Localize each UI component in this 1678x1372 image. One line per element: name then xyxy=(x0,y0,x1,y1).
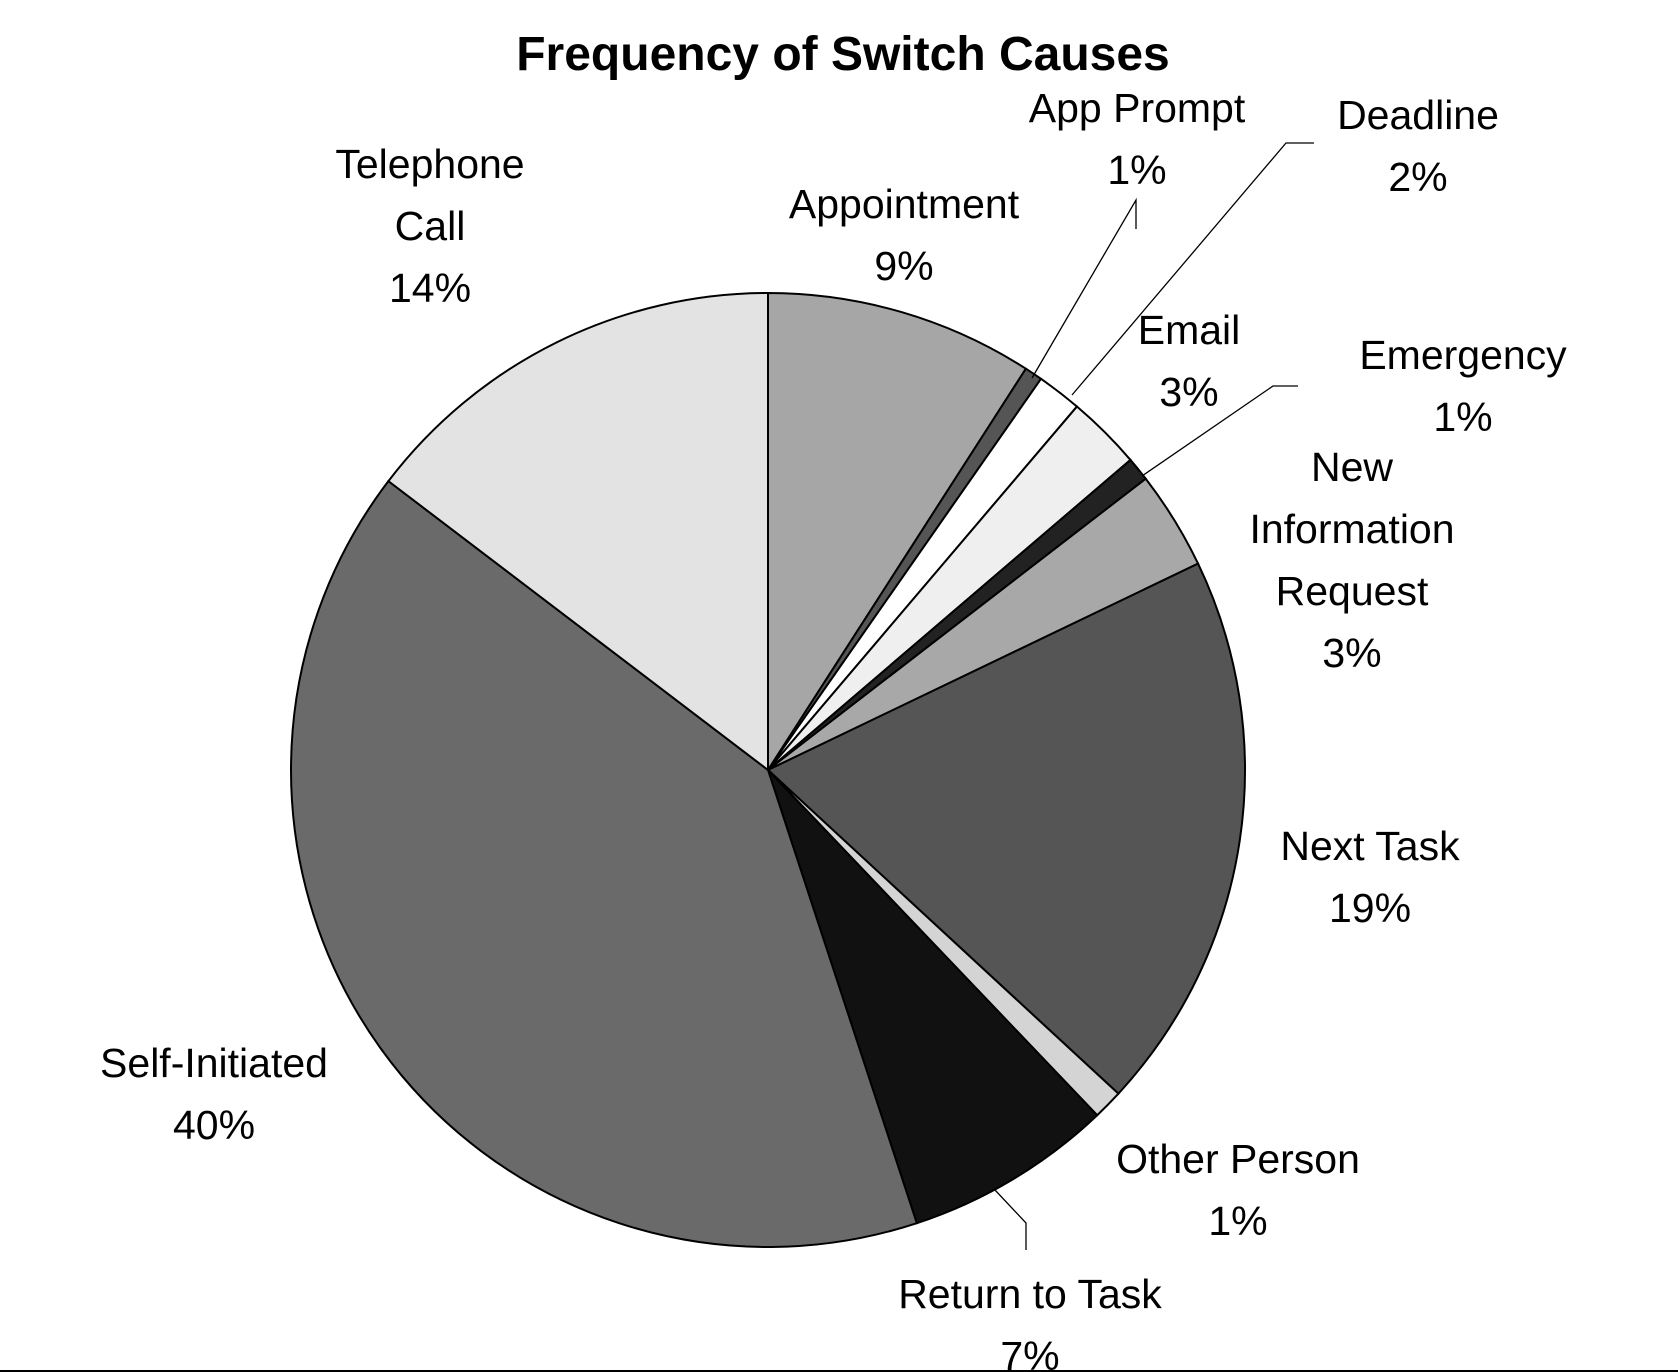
leader-lines xyxy=(994,142,1314,1250)
slice-appointment xyxy=(767,291,1028,774)
leader-app-prompt xyxy=(1031,197,1137,379)
leader-return-to-task xyxy=(994,1189,1027,1250)
pie-slices xyxy=(290,291,1246,1248)
leader-emergency xyxy=(1141,385,1298,477)
slice-return-to-task xyxy=(767,769,1099,1225)
slice-next-task xyxy=(766,562,1246,1096)
slice-telephone-call xyxy=(387,291,769,773)
slice-self-initiated xyxy=(290,479,919,1248)
chart-title: Frequency of Switch Causes xyxy=(516,28,1170,81)
leader-deadline xyxy=(1071,142,1314,396)
